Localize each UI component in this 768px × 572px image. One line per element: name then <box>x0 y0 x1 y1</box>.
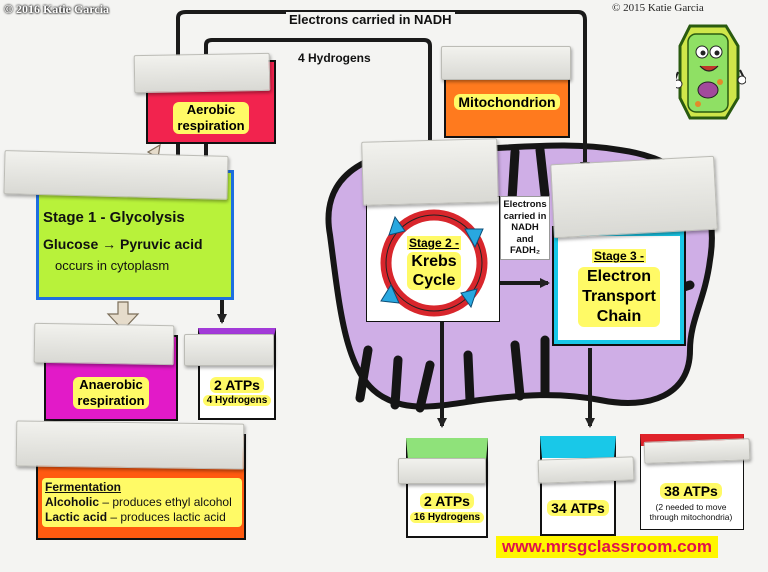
aerobic-flap[interactable] <box>133 52 271 94</box>
aerobic-line1: Aerobic <box>186 102 236 117</box>
etc-card: Stage 3 - Electron Transport Chain <box>552 226 686 346</box>
hydrogens-line <box>204 38 432 165</box>
glycolysis-reactant: Glucose <box>43 236 99 252</box>
anaerobic-flap[interactable] <box>33 322 175 366</box>
etc-line2: Transport <box>582 288 656 305</box>
glycolysis-flap[interactable] <box>3 150 229 200</box>
alcoholic-label: Alcoholic <box>45 495 100 509</box>
fermentation-flap[interactable] <box>15 420 245 470</box>
carriers-line4: and <box>516 233 534 245</box>
krebs-line2: Cycle <box>412 272 456 289</box>
carriers-line3: NADH <box>511 222 539 233</box>
fermentation-lactic: Lactic acid – produces lactic acid <box>45 510 239 525</box>
cell-mascot-icon <box>676 24 746 120</box>
electron-carriers-label: Electrons carried in NADH and FADH₂ <box>500 196 550 260</box>
nadh-label: Electrons carried in NADH <box>286 12 455 27</box>
website-link[interactable]: www.mrsgclassroom.com <box>496 536 719 558</box>
glycolysis-yield-flap[interactable] <box>184 334 274 366</box>
glycolysis-to-anaerobic-arrow <box>106 301 140 331</box>
anaerobic-label: Anaerobic respiration <box>73 377 149 409</box>
mitochondrion-label: Mitochondrion <box>454 94 560 110</box>
total-note: (2 needed to move through mitochondria) <box>650 502 733 522</box>
krebs-hydrogens: 16 Hydrogens <box>409 512 485 523</box>
krebs-yield-card: 2 ATPs 16 Hydrogens <box>406 438 488 538</box>
etc-yield-card: 34 ATPs <box>540 436 616 536</box>
hydrogens-label: 4 Hydrogens <box>298 51 371 65</box>
glycolysis-arrow-glyph: → <box>102 236 117 252</box>
etc-atp: 34 ATPs <box>547 500 609 516</box>
etc-label: Electron Transport Chain <box>578 267 660 327</box>
copyright-right: © 2015 Katie Garcia <box>612 2 704 14</box>
total-note1: (2 needed to move <box>655 501 727 512</box>
lactic-label: Lactic acid <box>45 510 108 524</box>
alcoholic-text: – produces ethyl alcohol <box>99 495 232 509</box>
glycolysis-product: Pyruvic acid <box>120 236 203 252</box>
total-flap[interactable] <box>643 438 751 464</box>
aerobic-label: Aerobic respiration <box>173 102 249 134</box>
glycolysis-location: occurs in cytoplasm <box>55 258 170 273</box>
total-atp: 38 ATPs <box>660 482 722 499</box>
etc-flap[interactable] <box>550 155 718 239</box>
glycolysis-hydrogens: 4 Hydrogens <box>202 394 272 406</box>
etc-yield-flap[interactable] <box>537 456 635 484</box>
carriers-line5: FADH₂ <box>509 245 541 256</box>
krebs-line1: Krebs <box>411 253 457 270</box>
krebs-arrow-1 <box>464 228 484 249</box>
fermentation-alcoholic: Alcoholic – produces ethyl alcohol <box>45 495 239 510</box>
krebs-yield-flap[interactable] <box>398 458 486 484</box>
carriers-line2: carried in <box>503 210 547 222</box>
fermentation-title: Fermentation <box>45 480 122 494</box>
carriers-line1: Electrons <box>503 199 547 210</box>
krebs-flap[interactable] <box>361 138 499 206</box>
aerobic-line2: respiration <box>177 118 245 133</box>
glycolysis-equation: Glucose → Pyruvic acid <box>43 236 229 252</box>
anaerobic-line1: Anaerobic <box>79 377 143 392</box>
krebs-arrow-3 <box>380 283 400 304</box>
anaerobic-line2: respiration <box>77 393 145 408</box>
mitochondrion-flap[interactable] <box>441 46 571 80</box>
krebs-arrow-4 <box>388 215 406 236</box>
lactic-text: – produces lactic acid <box>107 510 226 524</box>
krebs-arrow-2 <box>460 288 478 309</box>
krebs-card: Stage 2 - Krebs Cycle <box>366 196 500 322</box>
etc-line3: Chain <box>596 308 642 325</box>
etc-stage: Stage 3 - <box>591 249 646 263</box>
total-note2: through mitochondria) <box>649 511 733 522</box>
copyright-left: © 2016 Katie Garcia <box>4 2 110 16</box>
krebs-label: Krebs Cycle <box>407 252 461 290</box>
krebs-cycle-ring <box>380 209 488 317</box>
etc-line1: Electron <box>586 268 651 285</box>
krebs-atp: 2 ATPs <box>420 493 474 509</box>
glycolysis-title: Stage 1 - Glycolysis <box>43 209 185 226</box>
krebs-stage: Stage 2 - <box>406 236 461 250</box>
glycolysis-atp: 2 ATPs <box>210 376 264 393</box>
